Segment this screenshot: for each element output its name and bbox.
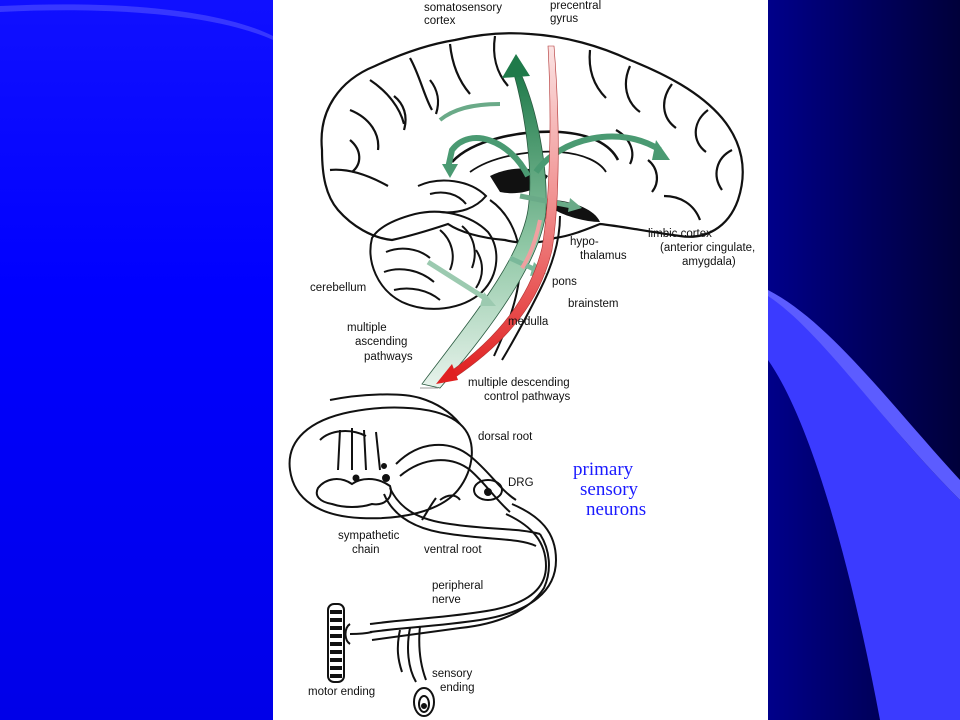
label-dorsal-root: dorsal root bbox=[478, 431, 533, 443]
label-hypo: hypo- bbox=[570, 236, 599, 248]
label-ascending-multiple: multiple bbox=[347, 322, 387, 334]
descending-pathway bbox=[436, 45, 559, 384]
label-cerebellum: cerebellum bbox=[310, 282, 367, 294]
annotation-sensory: sensory bbox=[580, 479, 639, 500]
slide-background-left bbox=[0, 0, 273, 720]
ascending-pathway bbox=[421, 54, 670, 389]
label-sensory: sensory bbox=[432, 668, 473, 680]
label-medulla: medulla bbox=[508, 316, 549, 328]
label-precentral: precentral bbox=[550, 0, 602, 12]
label-sympathetic: sympathetic bbox=[338, 530, 400, 542]
label-ascending: ascending bbox=[355, 336, 408, 348]
label-somatosensory: somatosensory bbox=[424, 2, 502, 14]
label-limbic-cortex: limbic cortex bbox=[648, 228, 712, 240]
label-precentral-gyrus: gyrus bbox=[550, 13, 579, 25]
peripheral-nerve-drawing bbox=[344, 443, 558, 717]
label-thalamus: thalamus bbox=[580, 250, 627, 262]
cerebellum-drawing bbox=[369, 179, 498, 310]
diagram-panel bbox=[273, 0, 768, 720]
label-limbic-anterior: (anterior cingulate, bbox=[660, 242, 756, 254]
label-peripheral-nerve: nerve bbox=[432, 594, 461, 606]
label-drg: DRG bbox=[508, 477, 534, 489]
label-descending-control: control pathways bbox=[484, 391, 571, 403]
spinal-cord-section bbox=[288, 393, 473, 520]
label-peripheral: peripheral bbox=[432, 580, 484, 592]
label-ventral-root: ventral root bbox=[424, 544, 482, 556]
label-ascending-pathways: pathways bbox=[364, 351, 413, 363]
annotation-neurons: neurons bbox=[586, 499, 647, 520]
label-pons: pons bbox=[552, 276, 577, 288]
label-limbic-amygdala: amygdala) bbox=[682, 256, 736, 268]
label-motor-ending: motor ending bbox=[308, 686, 376, 698]
annotation-primary: primary bbox=[573, 459, 634, 480]
motor-ending-muscle bbox=[327, 603, 345, 683]
label-brainstem: brainstem bbox=[568, 298, 619, 310]
label-sensory-ending: ending bbox=[440, 682, 475, 694]
label-descending: multiple descending bbox=[468, 377, 570, 389]
label-somatosensory-cortex: cortex bbox=[424, 15, 456, 27]
label-sympathetic-chain: chain bbox=[352, 544, 380, 556]
